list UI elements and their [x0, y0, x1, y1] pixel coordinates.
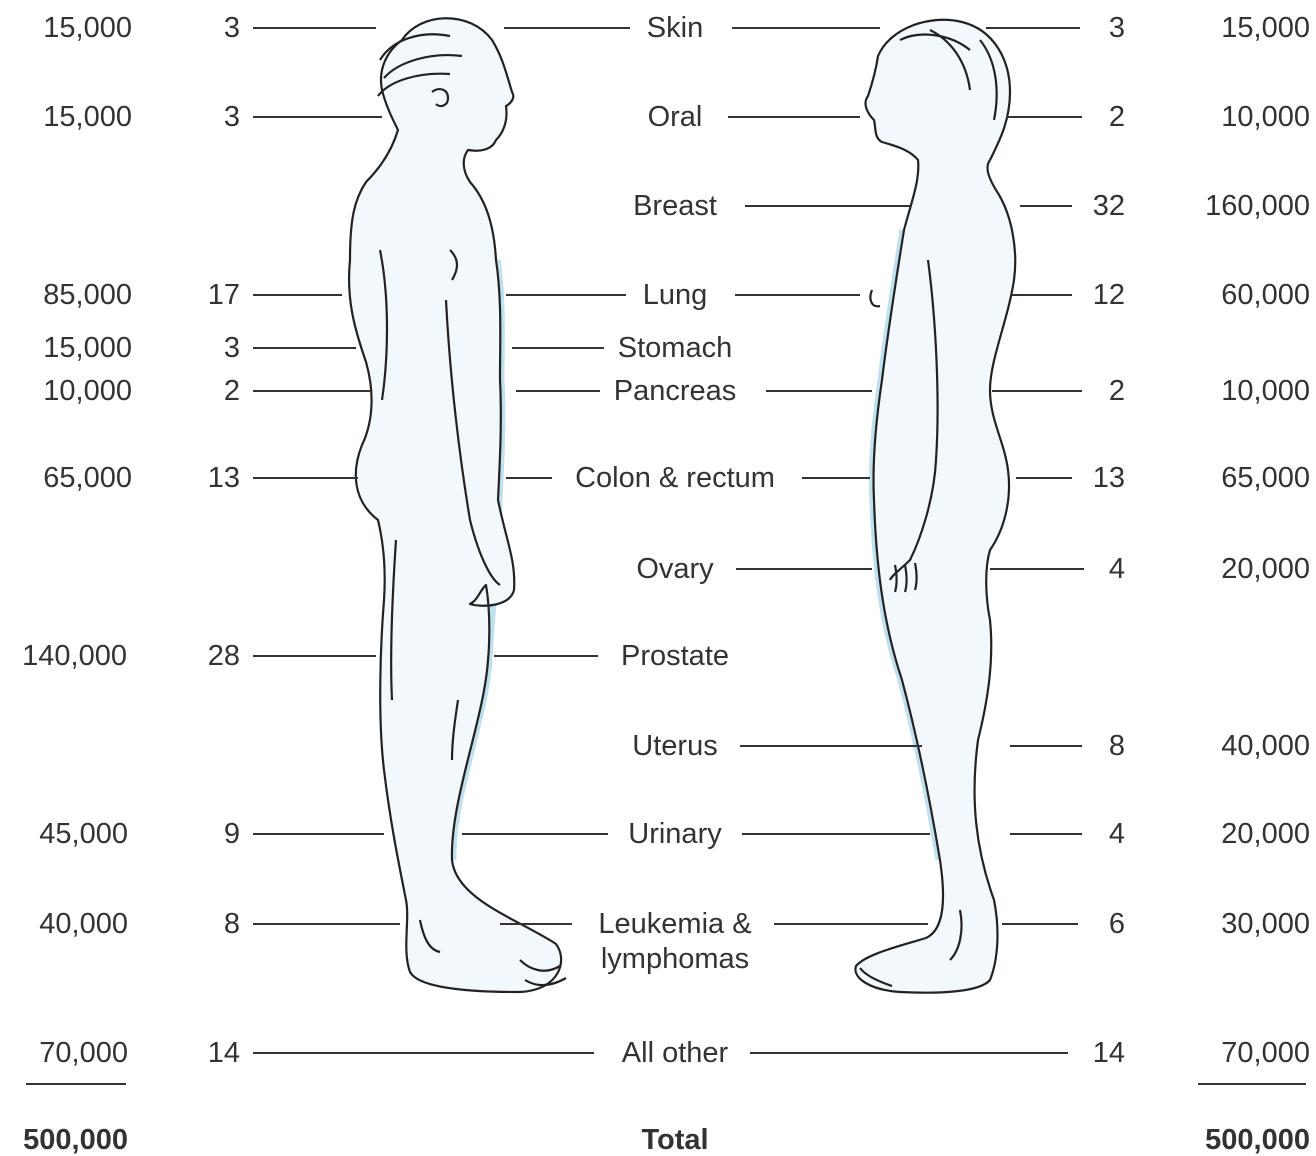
- male-pct-skin: 3: [190, 12, 240, 44]
- total-label: Total: [540, 1124, 810, 1156]
- female-pct-oral: 2: [1075, 101, 1125, 133]
- female-pct-colon-rectum: 13: [1075, 462, 1125, 494]
- female-count-breast: 160,000: [1180, 190, 1310, 222]
- female-pct-all-other: 14: [1075, 1037, 1125, 1069]
- male-pct-colon-rectum: 13: [190, 462, 240, 494]
- site-lymphomas: lymphomas: [540, 943, 810, 975]
- male-pct-prostate: 28: [190, 640, 240, 672]
- site-lung: Lung: [540, 279, 810, 311]
- male-pct-leukemia: 8: [190, 908, 240, 940]
- male-total: 500,000: [0, 1124, 128, 1156]
- female-count-uterus: 40,000: [1180, 730, 1310, 762]
- female-count-leukemia: 30,000: [1180, 908, 1310, 940]
- male-count-prostate: 140,000: [0, 640, 127, 672]
- male-pct-pancreas: 2: [190, 375, 240, 407]
- male-pct-lung: 17: [190, 279, 240, 311]
- female-pct-lung: 12: [1075, 279, 1125, 311]
- male-count-pancreas: 10,000: [10, 375, 132, 407]
- site-breast: Breast: [540, 190, 810, 222]
- female-count-oral: 10,000: [1180, 101, 1310, 133]
- site-pancreas: Pancreas: [540, 375, 810, 407]
- site-colon-rectum: Colon & rectum: [540, 462, 810, 494]
- female-total: 500,000: [1180, 1124, 1310, 1156]
- site-skin: Skin: [540, 12, 810, 44]
- female-pct-ovary: 4: [1075, 553, 1125, 585]
- site-uterus: Uterus: [540, 730, 810, 762]
- female-pct-leukemia: 6: [1075, 908, 1125, 940]
- female-figure: [855, 20, 1015, 993]
- female-count-urinary: 20,000: [1180, 818, 1310, 850]
- female-pct-skin: 3: [1075, 12, 1125, 44]
- male-pct-oral: 3: [190, 101, 240, 133]
- male-count-lung: 85,000: [10, 279, 132, 311]
- female-pct-pancreas: 2: [1075, 375, 1125, 407]
- female-count-colon-rectum: 65,000: [1180, 462, 1310, 494]
- male-count-colon-rectum: 65,000: [10, 462, 132, 494]
- male-count-urinary: 45,000: [10, 818, 128, 850]
- site-oral: Oral: [540, 101, 810, 133]
- male-count-skin: 15,000: [10, 12, 132, 44]
- site-ovary: Ovary: [540, 553, 810, 585]
- female-pct-breast: 32: [1075, 190, 1125, 222]
- male-count-oral: 15,000: [10, 101, 132, 133]
- female-count-skin: 15,000: [1180, 12, 1310, 44]
- site-stomach: Stomach: [540, 332, 810, 364]
- female-pct-urinary: 4: [1075, 818, 1125, 850]
- female-count-all-other: 70,000: [1180, 1037, 1310, 1069]
- male-pct-urinary: 9: [190, 818, 240, 850]
- male-count-leukemia: 40,000: [10, 908, 128, 940]
- male-figure: [349, 18, 566, 992]
- male-pct-all-other: 14: [190, 1037, 240, 1069]
- male-pct-stomach: 3: [190, 332, 240, 364]
- site-all-other: All other: [540, 1037, 810, 1069]
- site-leukemia: Leukemia &: [540, 908, 810, 940]
- female-pct-uterus: 8: [1075, 730, 1125, 762]
- site-urinary: Urinary: [540, 818, 810, 850]
- female-count-lung: 60,000: [1180, 279, 1310, 311]
- female-count-ovary: 20,000: [1180, 553, 1310, 585]
- site-prostate: Prostate: [540, 640, 810, 672]
- female-count-pancreas: 10,000: [1180, 375, 1310, 407]
- male-count-stomach: 15,000: [10, 332, 132, 364]
- male-count-all-other: 70,000: [10, 1037, 128, 1069]
